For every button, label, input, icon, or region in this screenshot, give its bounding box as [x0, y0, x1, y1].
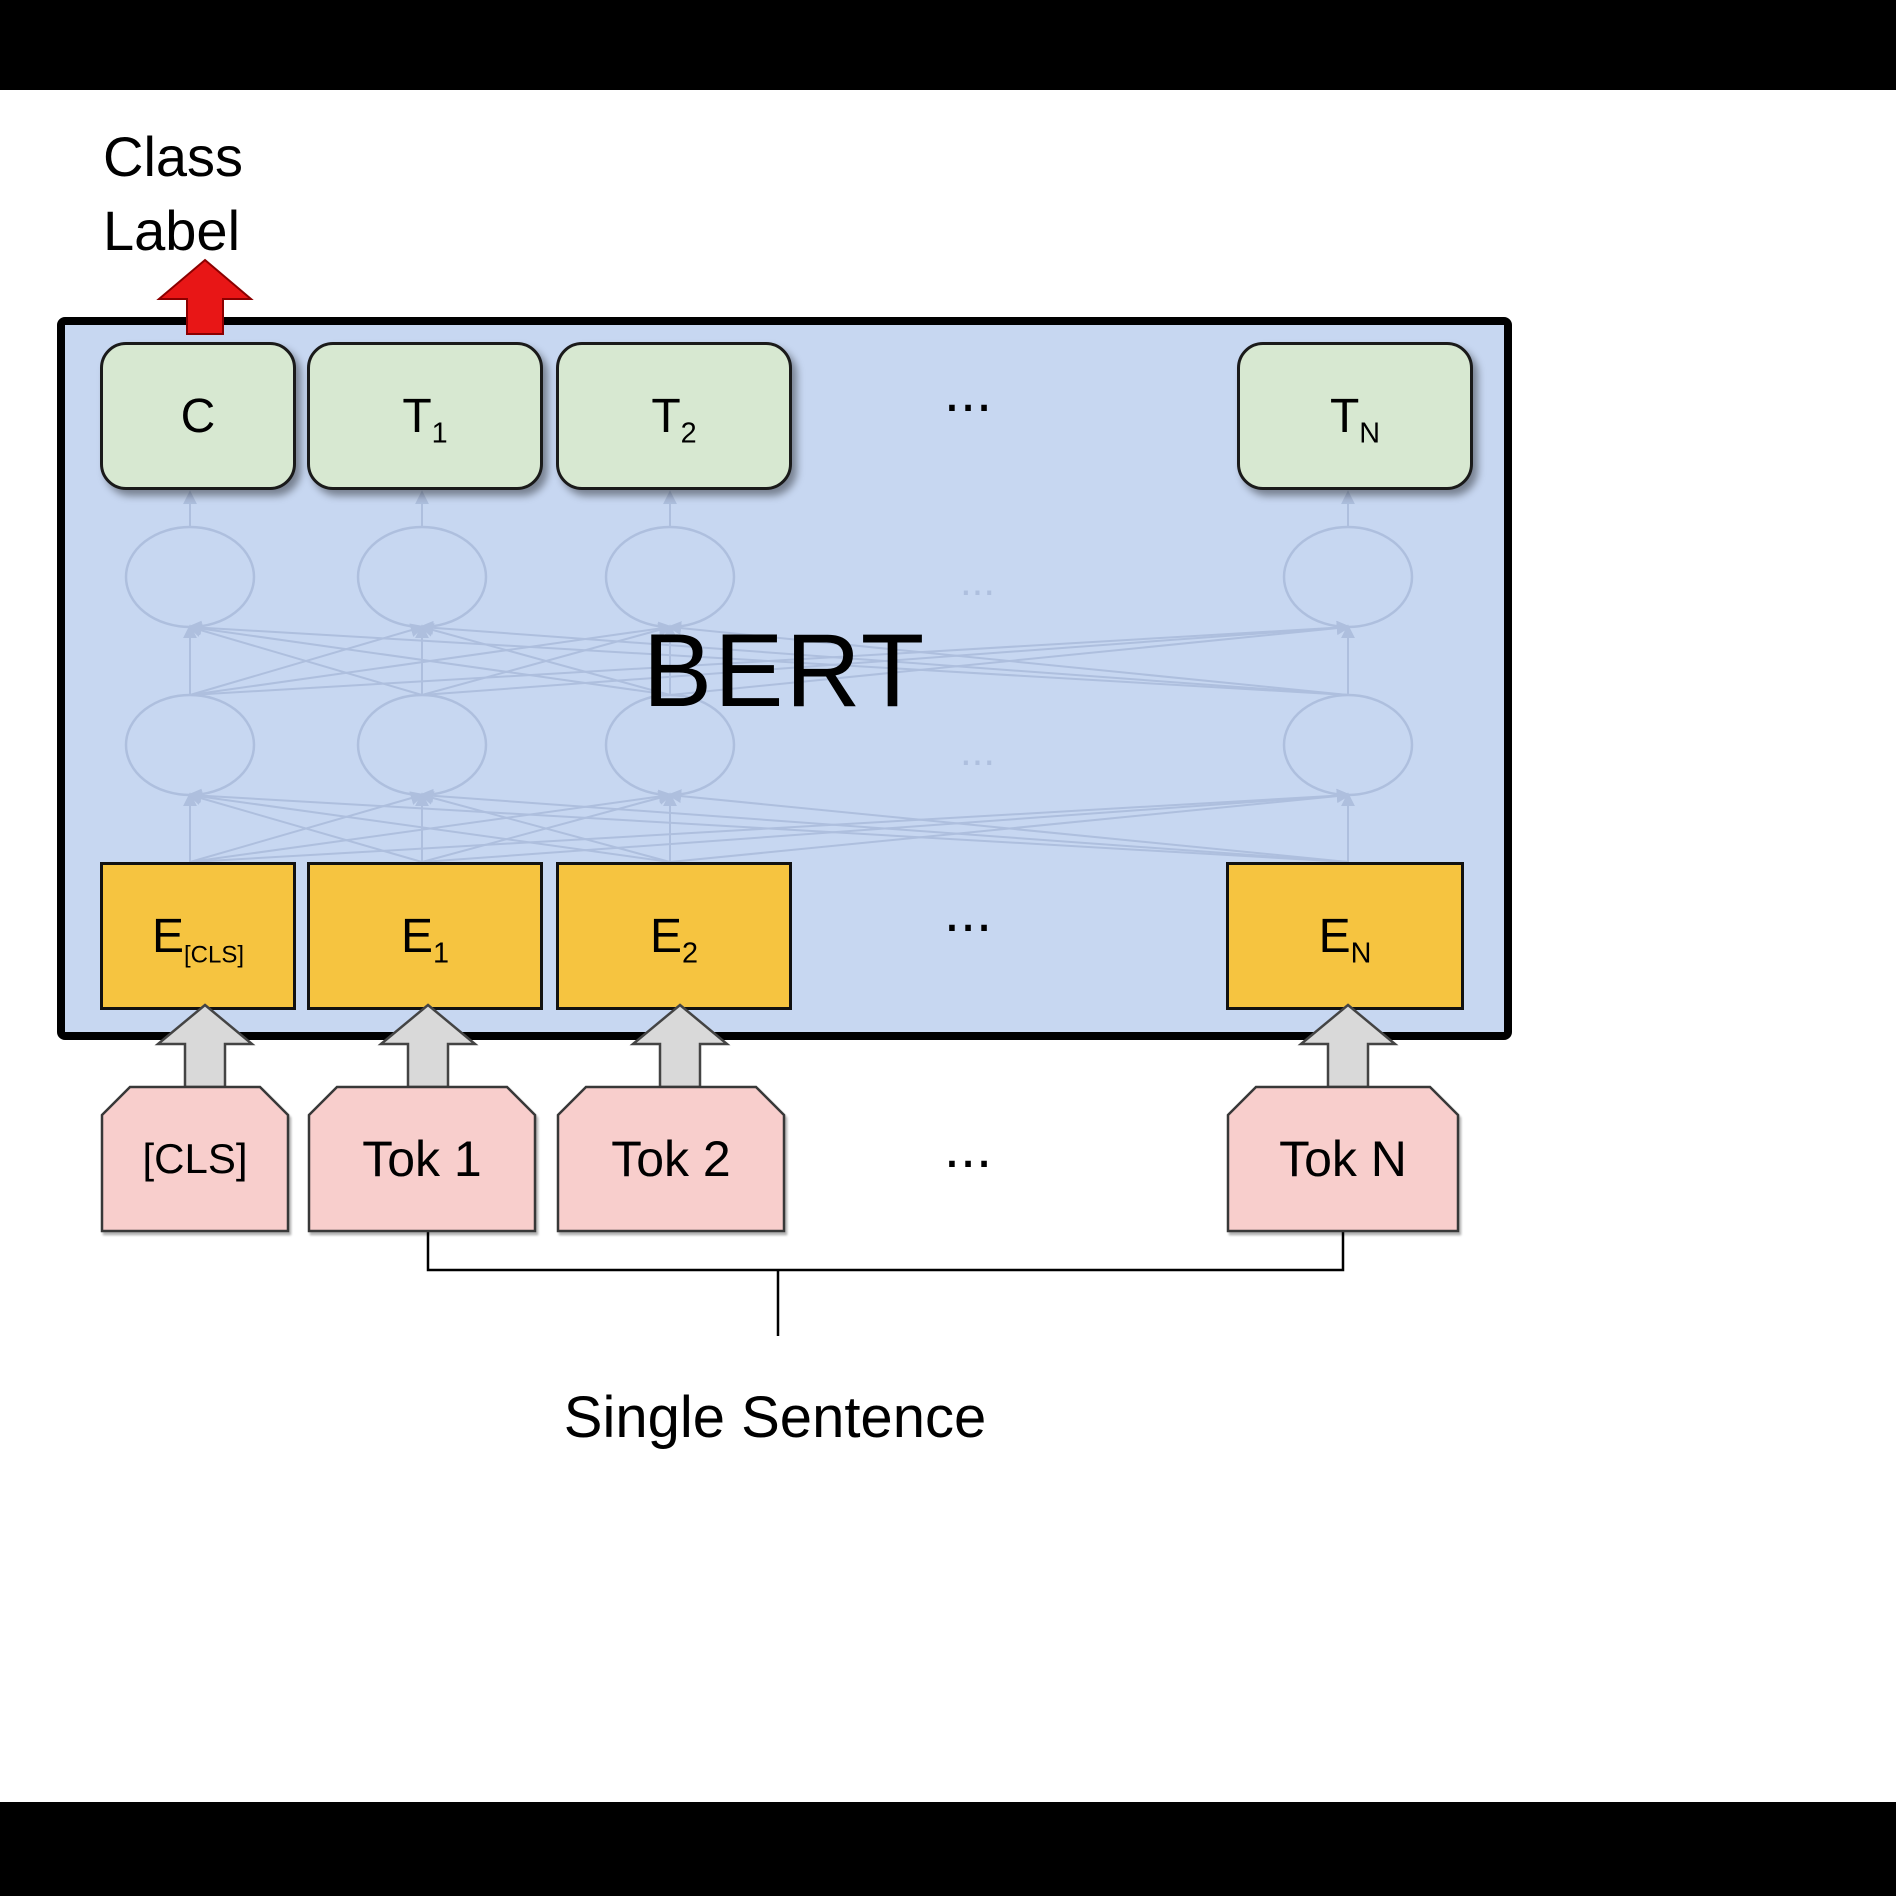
embedding-label-n: EN — [1318, 909, 1372, 968]
embedding-sub: N — [1350, 937, 1372, 970]
input-arrow-icon — [629, 1003, 731, 1089]
token-box-1: Tok 1 — [307, 1085, 537, 1233]
output-label-tn: TN — [1329, 389, 1380, 448]
hidden-ellipsis-top: ... — [960, 557, 995, 604]
output-main: C — [180, 389, 216, 443]
token-box-2: Tok 2 — [556, 1085, 786, 1233]
token-box-n: Tok N — [1226, 1085, 1460, 1233]
bert-network-graphic: ... ... — [124, 490, 1414, 863]
input-arrow-icon — [1297, 1003, 1399, 1089]
token-label-1: Tok 1 — [362, 1131, 482, 1187]
input-arrow-icon — [377, 1003, 479, 1089]
embedding-main: E — [1318, 909, 1351, 963]
embedding-main: E — [400, 909, 433, 963]
embedding-sub: 2 — [682, 937, 699, 970]
output-label-c: C — [181, 389, 216, 444]
hidden-ellipsis-bottom: ... — [960, 727, 995, 774]
token-shape — [100, 1085, 290, 1233]
embedding-box-2: E2 — [556, 862, 792, 1010]
class-label-text: Class Label — [103, 120, 243, 268]
output-label-t2: T2 — [651, 389, 696, 448]
output-box-t2: T2 — [556, 342, 792, 490]
embedding-box-1: E1 — [307, 862, 543, 1010]
output-sub: N — [1359, 417, 1381, 450]
output-sub: 2 — [680, 417, 697, 450]
output-main: T — [402, 389, 432, 443]
embedding-ellipsis: ... — [943, 879, 993, 944]
embedding-sub: [CLS] — [183, 941, 245, 969]
sentence-bracket — [426, 1232, 1345, 1336]
token-ellipsis: ... — [943, 1115, 993, 1180]
token-box-cls: [CLS] — [100, 1085, 290, 1233]
bert-title: BERT — [642, 613, 927, 729]
output-box-tn: TN — [1237, 342, 1473, 490]
output-box-t1: T1 — [307, 342, 543, 490]
embedding-label-1: E1 — [400, 909, 449, 968]
token-shape — [307, 1085, 537, 1233]
token-shape — [1226, 1085, 1460, 1233]
token-label-n: Tok N — [1279, 1131, 1407, 1187]
embedding-box-cls: E[CLS] — [100, 862, 296, 1010]
embedding-label-2: E2 — [649, 909, 698, 968]
output-sub: 1 — [431, 417, 448, 450]
output-box-c: C — [100, 342, 296, 490]
sentence-caption: Single Sentence — [563, 1385, 987, 1450]
output-main: T — [651, 389, 681, 443]
token-label-cls: [CLS] — [142, 1135, 248, 1182]
embedding-box-n: EN — [1226, 862, 1464, 1010]
output-main: T — [1329, 389, 1360, 443]
top-letterbox-bar — [0, 0, 1896, 90]
embedding-main: E — [151, 909, 184, 963]
embedding-sub: 1 — [433, 937, 450, 970]
embedding-label-cls: E[CLS] — [151, 909, 244, 967]
class-label-line1: Class — [103, 125, 244, 188]
output-ellipsis: ... — [943, 359, 993, 424]
class-output-arrow-icon — [156, 258, 254, 335]
class-label-line2: Label — [103, 199, 241, 262]
token-label-2: Tok 2 — [611, 1131, 731, 1187]
input-arrow-icon — [154, 1003, 256, 1089]
output-label-t1: T1 — [402, 389, 447, 448]
token-shape — [556, 1085, 786, 1233]
embedding-main: E — [649, 909, 682, 963]
bottom-letterbox-bar — [0, 1802, 1896, 1896]
